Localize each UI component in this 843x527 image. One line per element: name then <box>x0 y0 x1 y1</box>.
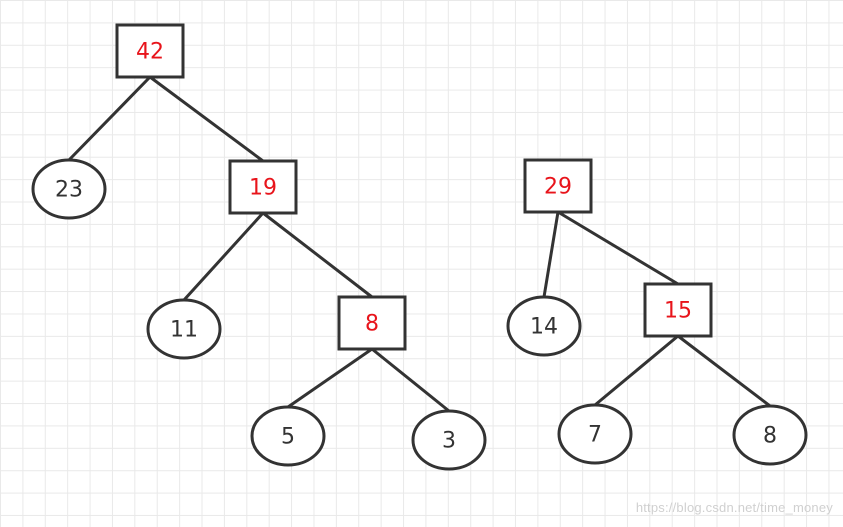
node-label: 7 <box>588 423 602 448</box>
internal-node-n19: 19 <box>228 159 298 215</box>
edge-n15-n7 <box>594 334 679 407</box>
leaf-node-n11: 11 <box>146 298 222 360</box>
edge-n42-n19 <box>149 75 264 163</box>
edge-n8a-n5 <box>287 347 373 409</box>
node-box <box>228 159 298 215</box>
node-label: 8 <box>763 424 777 449</box>
tree-nodes: 42 23 19 11 8 5 3 29 14 15 7 8 <box>31 23 808 471</box>
node-label: 29 <box>544 175 572 200</box>
leaf-node-n5: 5 <box>250 405 326 467</box>
tree-edges <box>67 75 771 413</box>
edge-n15-n8b <box>677 334 771 408</box>
node-label: 8 <box>365 312 379 337</box>
edge-n29-n15 <box>557 210 679 286</box>
node-box <box>523 158 593 214</box>
node-label: 42 <box>136 40 164 65</box>
node-ellipse <box>146 298 222 360</box>
node-ellipse <box>250 405 326 467</box>
internal-node-n42: 42 <box>115 23 185 79</box>
edge-n19-n11 <box>182 211 265 302</box>
node-box <box>115 23 185 79</box>
node-ellipse <box>411 409 487 471</box>
leaf-node-n7: 7 <box>557 403 633 465</box>
node-ellipse <box>732 404 808 466</box>
leaf-node-n14: 14 <box>506 295 582 357</box>
edge-n42-n23 <box>67 75 152 162</box>
edge-n8a-n3 <box>371 347 450 413</box>
edge-n19-n8a <box>262 211 373 299</box>
leaf-node-n8b: 8 <box>732 404 808 466</box>
node-label: 14 <box>530 315 558 340</box>
node-label: 23 <box>55 178 83 203</box>
node-box <box>337 295 407 351</box>
internal-node-n15: 15 <box>643 282 713 338</box>
node-ellipse <box>31 158 107 220</box>
edge-n29-n14 <box>542 211 560 298</box>
internal-node-n29: 29 <box>523 158 593 214</box>
node-box <box>643 282 713 338</box>
node-label: 3 <box>442 429 456 454</box>
internal-node-n8a: 8 <box>337 295 407 351</box>
node-label: 19 <box>249 176 277 201</box>
node-label: 15 <box>664 299 692 324</box>
node-label: 11 <box>170 318 198 343</box>
watermark-text: https://blog.csdn.net/time_money <box>635 500 833 515</box>
node-ellipse <box>557 403 633 465</box>
leaf-node-n3: 3 <box>411 409 487 471</box>
node-label: 5 <box>281 425 295 450</box>
leaf-node-n23: 23 <box>31 158 107 220</box>
node-ellipse <box>506 295 582 357</box>
